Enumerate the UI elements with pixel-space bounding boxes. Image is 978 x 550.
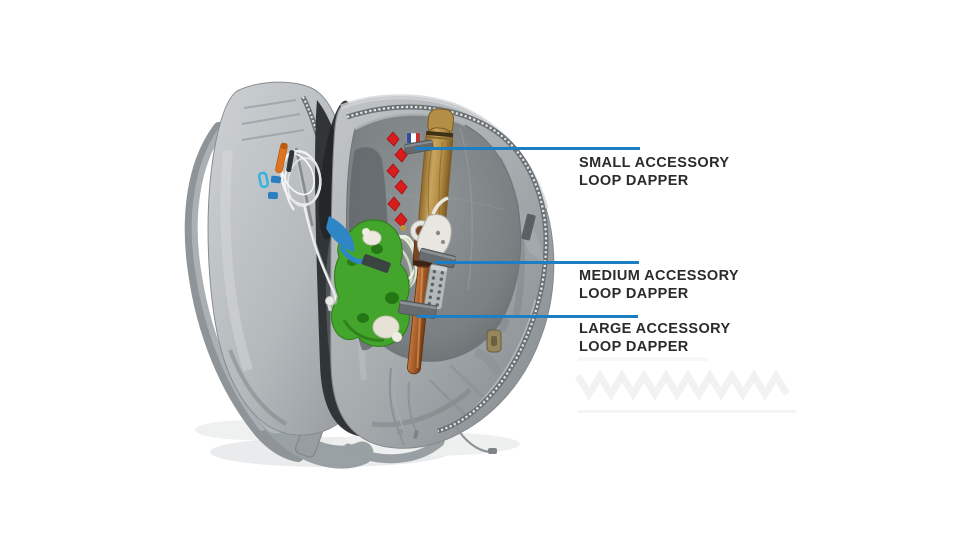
callout-line-small: [415, 147, 640, 150]
callout-line-medium: [435, 261, 639, 264]
callout-small-text-line2: LOOP DAPPER: [579, 173, 689, 189]
dark-pen: [286, 150, 295, 173]
callout-medium-text-line1: MEDIUM ACCESSORY: [579, 268, 740, 284]
callout-line-large: [417, 315, 638, 318]
callout-label-small: SMALL ACCESSORY LOOP DAPPER: [579, 154, 729, 190]
flap-items: [257, 142, 338, 312]
plush-strap: [361, 254, 391, 273]
zipper-pulls: [388, 367, 497, 454]
carabiner-tool: [410, 196, 452, 260]
large-loop-dapper: [398, 300, 437, 319]
orange-pen: [275, 142, 288, 174]
green-plush-toy: [331, 219, 410, 347]
callout-label-medium: MEDIUM ACCESSORY LOOP DAPPER: [579, 267, 739, 303]
multitool: [423, 263, 449, 311]
earbuds-cord: [280, 150, 338, 312]
blue-clips: [257, 171, 282, 200]
callout-large-text-line1: LARGE ACCESSORY: [579, 321, 731, 337]
callout-small-text-line1: SMALL ACCESSORY: [579, 155, 730, 171]
callout-label-large: LARGE ACCESSORY LOOP DAPPER: [579, 320, 731, 356]
callout-large-text-line2: LOOP DAPPER: [579, 339, 689, 355]
callout-medium-text-line2: LOOP DAPPER: [579, 286, 689, 302]
cyan-carabiner: [257, 171, 270, 189]
faint-zigzag-watermark: [575, 357, 796, 413]
packed-gear: [326, 108, 457, 375]
flag-patch: [406, 132, 421, 144]
side-buckle: [474, 317, 510, 376]
